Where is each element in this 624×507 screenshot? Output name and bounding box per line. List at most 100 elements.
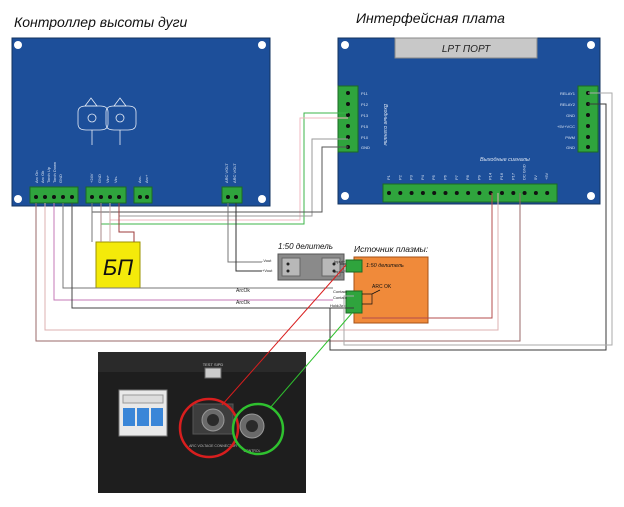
relay-terminal — [577, 85, 599, 153]
svg-text:Arc-: Arc- — [137, 175, 142, 183]
svg-text:Hold/Arc: Hold/Arc — [330, 303, 345, 308]
output-pin-label: P9 — [476, 174, 481, 180]
output-pin-dot — [477, 191, 482, 195]
inputs-label: Входные сигналы — [382, 104, 388, 146]
controller-mid-pin-labels: +24V GND Vin+ Vin- Arc- Arc+ ARC VOLT AR… — [89, 163, 237, 183]
output-pin-label: P2 — [397, 174, 402, 180]
svg-text:Torch Down: Torch Down — [52, 162, 57, 183]
svg-text:+Vout: +Vout — [262, 268, 273, 273]
svg-text:TEST SIPD: TEST SIPD — [203, 362, 224, 367]
output-pin-label: P3 — [409, 174, 414, 180]
wires: ArcOk ArcOk — [35, 92, 613, 351]
output-pin-label: 5V — [533, 175, 538, 180]
svg-text:RELAY2: RELAY2 — [560, 102, 576, 107]
svg-text:GND: GND — [97, 174, 102, 183]
svg-text:CONTROL: CONTROL — [243, 449, 260, 453]
controller-board: Arc On Arc Ok Torch Up Torch Down GND +2… — [11, 37, 271, 207]
svg-text:1:50 делитель: 1:50 делитель — [366, 263, 404, 269]
plasma-terminal-bottom — [345, 290, 363, 314]
svg-text:Vin+: Vin+ — [105, 174, 110, 183]
svg-text:Contact: Contact — [333, 289, 348, 294]
green-highlight-circle — [231, 402, 285, 456]
plasma-title: Источник плазмы: — [354, 244, 429, 254]
interface-title: Интерфейсная плата — [356, 10, 505, 26]
red-pointer-line — [221, 264, 347, 406]
svg-text:Vin-: Vin- — [113, 175, 118, 183]
breaker-icon — [118, 389, 168, 437]
svg-text:P10: P10 — [361, 135, 369, 140]
test-switch — [204, 367, 222, 379]
svg-text:+24V: +24V — [89, 173, 94, 183]
output-pin-dot — [533, 191, 538, 195]
svg-text:P11: P11 — [361, 91, 369, 96]
output-pin-label: P14 — [488, 172, 493, 180]
divider-label: 1:50 делитель — [278, 242, 333, 251]
svg-text:GND: GND — [566, 113, 575, 118]
input-terminal — [337, 85, 359, 153]
output-pin-label: P4 — [420, 174, 425, 180]
output-pin-dot — [398, 191, 403, 195]
output-pin-label: P7 — [454, 174, 459, 180]
output-pin-dot — [420, 191, 425, 195]
output-pin-dot — [443, 191, 448, 195]
svg-text:Torch Up: Torch Up — [46, 166, 51, 183]
svg-text:ARC VOLT: ARC VOLT — [232, 163, 237, 183]
output-pin-dot — [511, 191, 516, 195]
svg-text:ArcOk: ArcOk — [236, 288, 250, 294]
psu-label: БП — [103, 255, 133, 280]
svg-text:P15: P15 — [361, 124, 369, 129]
svg-text:ARC OK: ARC OK — [372, 284, 392, 290]
svg-text:GND: GND — [566, 145, 575, 150]
controller-terminal-mid — [85, 186, 127, 204]
svg-text:+5V+VCC: +5V+VCC — [557, 124, 575, 129]
output-pin-dot — [500, 191, 504, 195]
controller-left-pin-labels: Arc On Arc Ok Torch Up Torch Down GND — [34, 162, 63, 183]
divider-block: 1:50 делитель -Vout +Vout Input+ Input- — [262, 242, 346, 281]
controller-terminal-arcvolt — [221, 186, 243, 204]
lpt-label: LPT ПОРТ — [442, 44, 491, 55]
control-connector-icon — [239, 413, 265, 439]
relay-components — [77, 97, 137, 145]
plasma-terminal-top — [345, 259, 363, 273]
green-pointer-line — [269, 312, 353, 409]
svg-text:GND: GND — [58, 174, 63, 183]
arc-voltage-connector-icon — [192, 403, 234, 435]
svg-text:Input+: Input+ — [334, 259, 346, 264]
svg-text:RELAY1: RELAY1 — [560, 91, 576, 96]
svg-text:Arc Ok: Arc Ok — [40, 171, 45, 183]
interface-board: LPT ПОРТ P11 P12 P13 P15 P10 GND Входные… — [337, 37, 601, 205]
output-pin-dot — [409, 191, 414, 195]
svg-text:Contact: Contact — [333, 295, 348, 300]
output-pin-dot — [545, 191, 550, 195]
svg-text:P12: P12 — [361, 102, 369, 107]
svg-text:PWM: PWM — [565, 135, 575, 140]
svg-text:Input-: Input- — [334, 269, 345, 274]
relay-pin-labels: RELAY1 RELAY2 GND +5V+VCC PWM GND — [557, 91, 576, 150]
svg-text:Arc+: Arc+ — [144, 174, 149, 183]
output-pin-dot — [522, 191, 527, 195]
output-pin-dot — [454, 191, 459, 195]
plasma-source: Источник плазмы: 1:50 делитель ARC OK Co… — [330, 244, 429, 324]
controller-title: Контроллер высоты дуги — [14, 14, 187, 30]
svg-text:ARC VOLTAGE CONNECTOR: ARC VOLTAGE CONNECTOR — [189, 444, 237, 448]
red-highlight-circle — [178, 397, 240, 459]
controller-terminal-right — [133, 186, 153, 204]
output-pin-label: P17 — [510, 172, 515, 180]
output-pin-dot — [432, 191, 437, 195]
output-pin-label: P1 — [386, 174, 391, 180]
output-pin-label: P16 — [499, 172, 504, 180]
svg-text:Arc On: Arc On — [34, 171, 39, 183]
svg-text:ARC VOLT: ARC VOLT — [224, 163, 229, 183]
output-pin-label: P8 — [465, 174, 470, 180]
outputs-label: Выходные сигналы — [480, 157, 530, 163]
output-pin-dot — [466, 191, 471, 195]
output-pin-labels: P1 P2 P3 P4 P5 P6 P7 P8 P9 P14 P16 P17 DC GND 5V +5V — [386, 164, 549, 180]
output-pin-label: DC GND — [522, 164, 527, 180]
output-pin-label: P6 — [443, 174, 448, 180]
input-pin-labels: P11 P12 P13 P15 P10 GND — [361, 91, 370, 150]
output-pin-label: +5V — [544, 172, 549, 180]
svg-text:-Vout: -Vout — [262, 258, 272, 263]
output-pin-label: P5 — [431, 174, 436, 180]
svg-text:ArcOk: ArcOk — [236, 300, 250, 306]
